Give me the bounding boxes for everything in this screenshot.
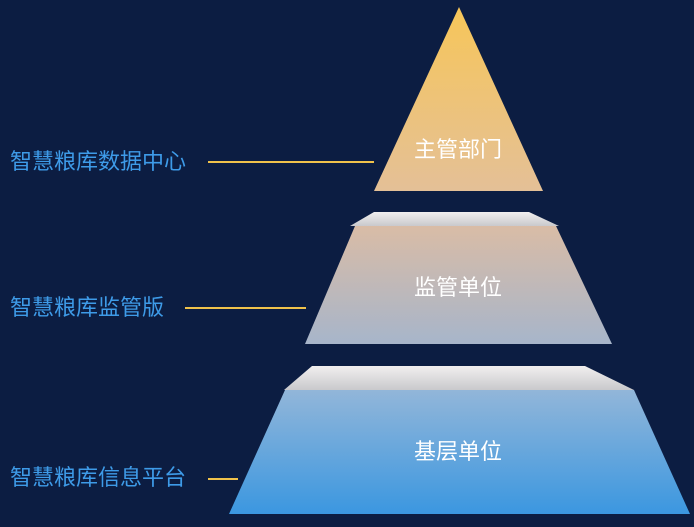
- connector-line-base: [208, 478, 238, 480]
- side-label-data-center: 智慧粮库数据中心: [10, 150, 187, 175]
- tier-top-label: 主管部门: [414, 138, 502, 163]
- connector-line-top: [208, 161, 374, 163]
- connector-line-middle: [185, 307, 306, 309]
- tier-middle-label: 监管单位: [414, 276, 502, 301]
- tier-middle-shape: [305, 226, 612, 344]
- tier-base-label: 基层单位: [414, 440, 502, 465]
- side-label-info-platform: 智慧粮库信息平台: [10, 466, 187, 491]
- tier-top-shape: [374, 7, 543, 191]
- side-label-supervision: 智慧粮库监管版: [10, 296, 165, 321]
- tier-base-cap: [284, 366, 634, 390]
- tier-base-shape: [229, 390, 690, 514]
- tier-middle-cap: [350, 212, 559, 226]
